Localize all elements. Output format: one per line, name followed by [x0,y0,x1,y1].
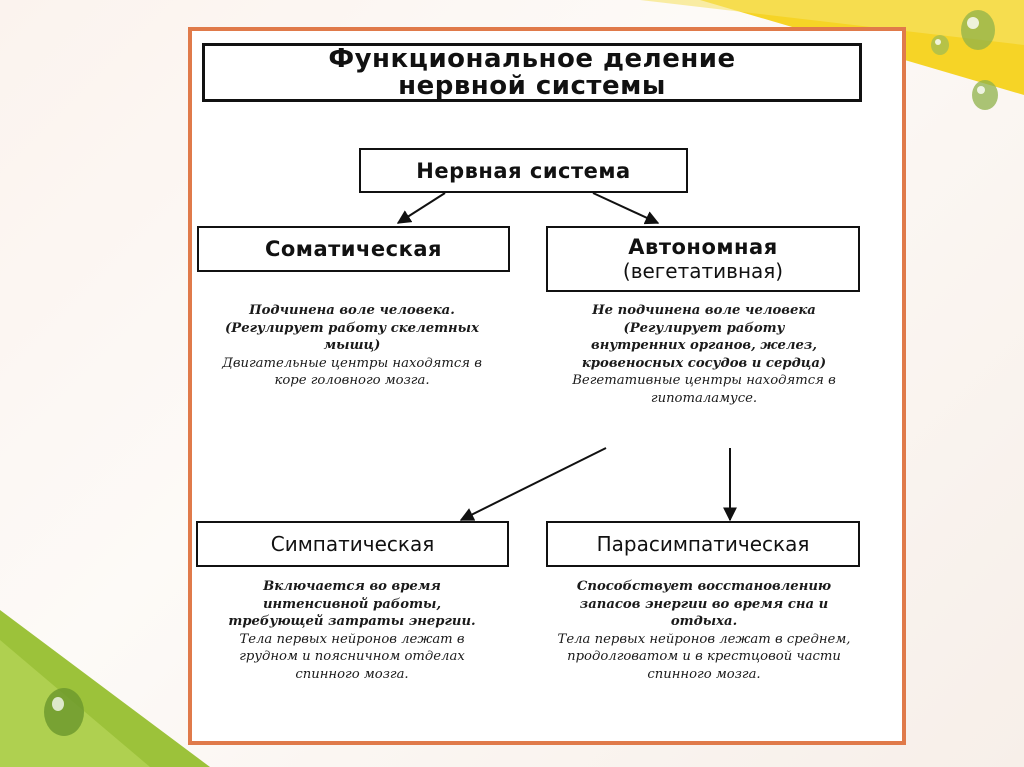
node-sympathetic: Симпатическая [196,521,509,567]
node-parasympathetic: Парасимпатическая [546,521,860,567]
node-parasympathetic-label: Парасимпатическая [596,532,810,556]
autonomic-description: Не подчинена воле человека (Регулирует р… [548,302,860,408]
parasympathetic-desc-text: Тела первых нейронов лежат в среднем, пр… [557,631,851,682]
arrow-to-somatic [396,192,446,224]
autonomic-desc-bold: Не подчинена воле человека (Регулирует р… [581,303,827,371]
sympathetic-desc-bold: Включается во время интенсивной работы, … [228,579,476,630]
node-autonomic-label: Автономная [628,235,778,259]
water-drop-icon [44,688,84,736]
parasympathetic-desc-bold: Способствует восстановлению запасов энер… [576,579,832,630]
diagram-title: Функциональное деление нервной системы [202,43,862,102]
title-line-1: Функциональное деление [328,43,736,74]
node-autonomic-sublabel: (вегетативная) [622,259,784,283]
node-nervous-system-label: Нервная система [416,158,631,183]
sympathetic-desc-text: Тела первых нейронов лежат в грудном и п… [239,631,465,682]
node-autonomic: Автономная (вегетативная) [546,226,860,292]
diagram-card [188,27,906,745]
somatic-desc-text: Двигательные центры находятся в коре гол… [222,355,482,389]
arrow-to-autonomic [592,192,660,225]
arrow-to-sympathetic [459,447,607,521]
sympathetic-description: Включается во время интенсивной работы, … [202,578,502,684]
node-somatic: Соматическая [197,226,510,272]
somatic-description: Подчинена воле человека. (Регулирует раб… [202,302,502,390]
parasympathetic-description: Способствует восстановлению запасов энер… [548,578,860,684]
somatic-desc-bold: Подчинена воле человека. (Регулирует раб… [225,303,479,354]
node-somatic-label: Соматическая [264,237,443,261]
autonomic-desc-text: Вегетативные центры находятся в гипотала… [572,373,836,406]
title-line-2: нервной системы [398,70,666,101]
water-drop-icon [931,10,998,110]
node-nervous-system: Нервная система [359,148,688,193]
node-sympathetic-label: Симпатическая [270,532,435,556]
